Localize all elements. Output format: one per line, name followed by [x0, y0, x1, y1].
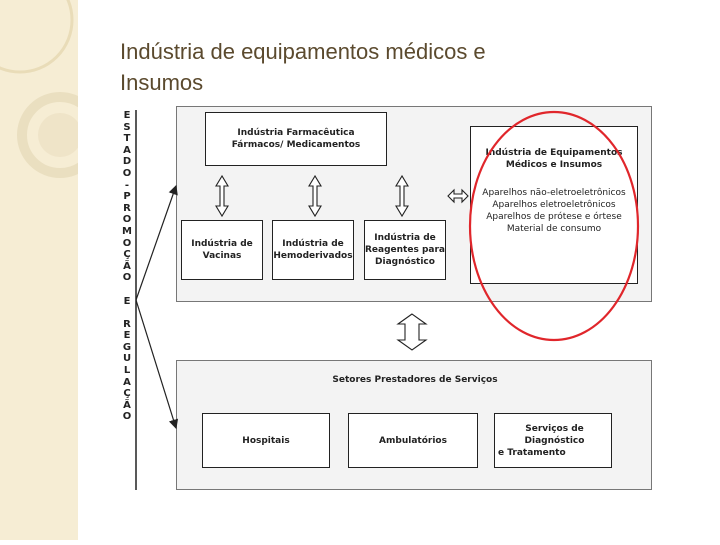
- vertical-letter: R: [123, 318, 131, 330]
- pharma-line-1: Indústria Farmacêutica: [237, 128, 355, 138]
- vertical-letter: O: [122, 214, 132, 226]
- vertical-letter: D: [122, 156, 132, 168]
- vertical-letter: Ã: [123, 399, 131, 411]
- services-sector-title: Setores Prestadores de Serviços: [332, 375, 498, 385]
- hospitals-box: Hospitais: [202, 413, 330, 468]
- pharma-industry-box: Indústria Farmacêutica Fármacos/ Medicam…: [205, 112, 387, 166]
- vertical-letter: G: [122, 341, 132, 353]
- vertical-letter: P: [123, 191, 131, 203]
- vertical-letter: O: [122, 272, 132, 284]
- vertical-letter: M: [122, 225, 132, 237]
- vertical-letter: A: [123, 376, 131, 388]
- equip-title-2: Médicos e Insumos: [505, 160, 603, 170]
- hospitais-label: Hospitais: [242, 435, 290, 446]
- slide-title: Indústria de equipamentos médicos e Insu…: [120, 36, 680, 98]
- vertical-letter: U: [122, 353, 132, 365]
- reagentes-line-3: Diagnóstico: [375, 257, 435, 267]
- ambulatorios-label: Ambulatórios: [379, 435, 447, 446]
- vertical-letter: L: [123, 365, 131, 377]
- servicos-line-2: e Tratamento: [498, 447, 566, 458]
- decorative-side-panel: [0, 0, 103, 540]
- vertical-letter: [120, 284, 134, 296]
- reagentes-line-1: Indústria de: [374, 233, 436, 243]
- reagents-industry-box: Indústria de Reagentes para Diagnóstico: [364, 220, 446, 280]
- diagnostic-services-box: Serviços de Diagnóstico e Tratamento: [494, 413, 612, 468]
- equip-item-4: Material de consumo: [506, 224, 602, 234]
- hemoderivados-line-1: Indústria de: [282, 239, 344, 249]
- servicos-line-1: Serviços de Diagnóstico: [524, 423, 585, 446]
- vertical-letter: E: [123, 295, 131, 307]
- vertical-letter: Ç: [123, 249, 131, 261]
- slide-title-line-1: Indústria de equipamentos médicos e: [120, 39, 486, 64]
- pharma-line-2: Fármacos/ Medicamentos: [231, 140, 361, 150]
- slide-title-line-2: Insumos: [120, 70, 204, 95]
- equip-item-3: Aparelhos de prótese e órtese: [486, 212, 622, 222]
- decorative-circles: [0, 0, 103, 178]
- reagentes-line-2: Reagentes para: [365, 245, 445, 255]
- vertical-letter: E: [123, 110, 131, 121]
- outpatient-box: Ambulatórios: [348, 413, 478, 468]
- vertical-letter: [120, 307, 134, 319]
- vertical-letter: O: [122, 411, 132, 423]
- equip-item-1: Aparelhos não-eletroeletrônicos: [482, 188, 626, 198]
- vertical-letter: O: [122, 167, 132, 179]
- equipment-industry-box: Indústria de Equipamentos Médicos e Insu…: [470, 126, 638, 284]
- equip-item-2: Aparelhos eletroeletrônicos: [492, 200, 616, 210]
- vertical-letter: O: [122, 237, 132, 249]
- vertical-letter: S: [123, 121, 131, 133]
- vacinas-line-1: Indústria de: [191, 239, 253, 249]
- vertical-letter: E: [123, 330, 131, 342]
- vertical-letter: A: [123, 144, 131, 156]
- vertical-letter: Ç: [123, 388, 131, 400]
- vertical-letter: Ã: [123, 260, 131, 272]
- hemoderivados-line-2: Hemoderivados: [273, 251, 353, 261]
- vaccines-industry-box: Indústria de Vacinas: [181, 220, 263, 280]
- blood-products-industry-box: Indústria de Hemoderivados: [272, 220, 354, 280]
- vertical-letter: T: [123, 133, 131, 145]
- vacinas-line-2: Vacinas: [202, 251, 242, 261]
- vertical-letter: R: [123, 202, 131, 214]
- equip-title-1: Indústria de Equipamentos: [485, 148, 623, 158]
- vertical-letter: -: [124, 179, 130, 191]
